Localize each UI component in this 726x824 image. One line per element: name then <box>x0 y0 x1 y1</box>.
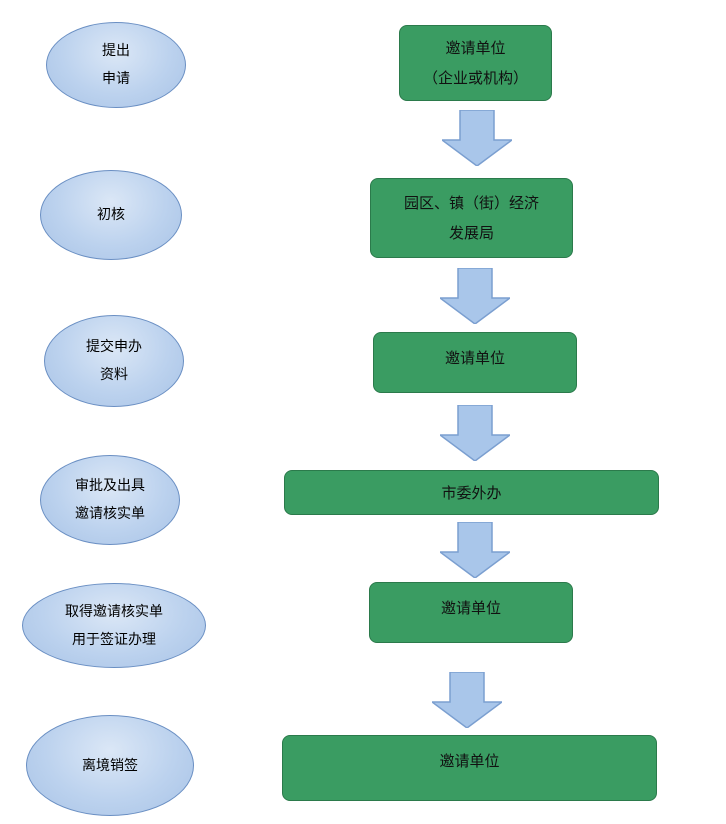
step-3-box: 邀请单位 <box>373 332 577 393</box>
step-1-label-ellipse: 提出 申请 <box>46 22 186 108</box>
step-4-label-ellipse: 审批及出具 邀请核实单 <box>40 455 180 545</box>
step-5-label-ellipse: 取得邀请核实单 用于签证办理 <box>22 583 206 668</box>
step-6-box-line-1: 邀请单位 <box>439 752 500 770</box>
step-1-box-line-1: 邀请单位 <box>445 39 506 57</box>
step-5-label-line-1: 取得邀请核实单 <box>65 603 163 620</box>
flow-arrow-5 <box>432 672 502 728</box>
flow-arrow-4 <box>440 522 510 578</box>
step-3-box-line-1: 邀请单位 <box>444 349 505 367</box>
step-2-box-line-1: 园区、镇（街）经济 <box>403 194 539 212</box>
flow-arrow-2 <box>440 268 510 324</box>
step-5-box-line-1: 邀请单位 <box>440 599 501 617</box>
down-arrow-icon <box>442 110 512 166</box>
down-arrow-icon <box>440 405 510 461</box>
step-6-box: 邀请单位 <box>282 735 657 801</box>
step-2-box: 园区、镇（街）经济 发展局 <box>370 178 573 258</box>
flow-arrow-3 <box>440 405 510 461</box>
step-3-label-line-2: 资料 <box>100 367 128 383</box>
step-3-label-line-1: 提交申办 <box>86 339 142 355</box>
step-2-label-ellipse: 初核 <box>40 170 182 260</box>
down-arrow-icon <box>440 268 510 324</box>
step-5-box: 邀请单位 <box>369 582 573 643</box>
step-1-box: 邀请单位 （企业或机构） <box>399 25 552 101</box>
step-1-label-line-1: 提出 <box>102 43 130 59</box>
step-6-label-ellipse: 离境销签 <box>26 715 194 816</box>
step-4-box-line-1: 市委外办 <box>441 483 502 502</box>
step-4-label-line-2: 邀请核实单 <box>75 506 145 522</box>
step-1-box-line-2: （企业或机构） <box>422 69 528 87</box>
flow-arrow-1 <box>442 110 512 166</box>
step-2-label-line-1: 初核 <box>97 207 125 223</box>
step-6-label-line-1: 离境销签 <box>82 757 138 774</box>
step-4-box: 市委外办 <box>284 470 659 515</box>
step-2-box-line-2: 发展局 <box>448 224 494 242</box>
step-5-label-line-2: 用于签证办理 <box>72 631 156 648</box>
step-1-label-line-2: 申请 <box>102 71 130 87</box>
down-arrow-icon <box>432 672 502 728</box>
step-4-label-line-1: 审批及出具 <box>75 478 145 494</box>
down-arrow-icon <box>440 522 510 578</box>
step-3-label-ellipse: 提交申办 资料 <box>44 315 184 407</box>
